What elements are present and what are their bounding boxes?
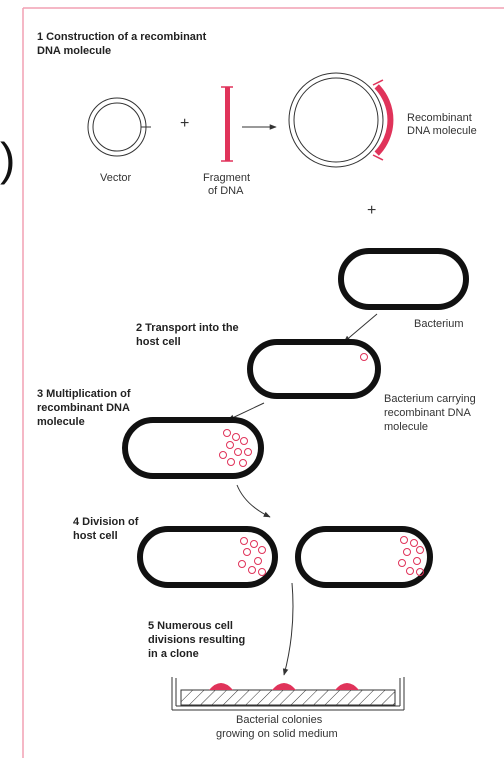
culture-dish [172, 677, 404, 710]
step-5-title-line-3: in a clone [148, 648, 199, 661]
divided-cell-left [140, 529, 275, 585]
fragment-label-line-1: Fragment [203, 172, 250, 185]
arrow-to-clone [284, 583, 293, 675]
carrying-label-line-2: recombinant DNA [384, 407, 471, 420]
arrow-to-division [237, 485, 270, 517]
step-4-title-line-1: 4 Division of [73, 516, 138, 529]
plus-sign-1: + [180, 117, 189, 130]
colony-3 [335, 683, 359, 690]
bacterium-label: Bacterium [414, 318, 464, 331]
step-1-title-line-1: 1 Construction of a recombinant [37, 31, 206, 44]
colonies-label-line-2: growing on solid medium [216, 728, 338, 741]
step-3-title-line-3: molecule [37, 416, 85, 429]
divided-cell-right [298, 529, 430, 585]
multiplied-cell [125, 420, 261, 476]
carrying-label-line-1: Bacterium carrying [384, 393, 476, 406]
colony-2 [272, 683, 296, 690]
step-3-title-line-2: recombinant DNA [37, 402, 130, 415]
dna-fragment [221, 87, 233, 161]
recombinant-label-line-2: DNA molecule [407, 125, 477, 138]
bacterium-carrying-cell [250, 342, 378, 396]
step-2-title-line-1: 2 Transport into the [136, 322, 239, 335]
recombinant-label-line-1: Recombinant [407, 112, 472, 125]
step-5-title-line-1: 5 Numerous cell [148, 620, 233, 633]
vector-label: Vector [100, 172, 131, 185]
bacterium-cell [341, 251, 466, 307]
left-parenthesis-mark: ) [0, 136, 15, 182]
step-5-title-line-2: divisions resulting [148, 634, 245, 647]
colony-1 [209, 683, 233, 690]
colonies-label-line-1: Bacterial colonies [236, 714, 322, 727]
step-4-title-line-2: host cell [73, 530, 118, 543]
fragment-label-line-2: of DNA [208, 185, 243, 198]
vector-plasmid [88, 98, 151, 156]
arrow-into-host [344, 314, 377, 342]
carrying-label-line-3: molecule [384, 421, 428, 434]
recombinant-plasmid [289, 73, 390, 167]
step-3-title-line-1: 3 Multiplication of [37, 388, 131, 401]
plus-sign-2: + [367, 204, 376, 217]
step-1-title-line-2: DNA molecule [37, 45, 111, 58]
step-2-title-line-2: host cell [136, 336, 181, 349]
